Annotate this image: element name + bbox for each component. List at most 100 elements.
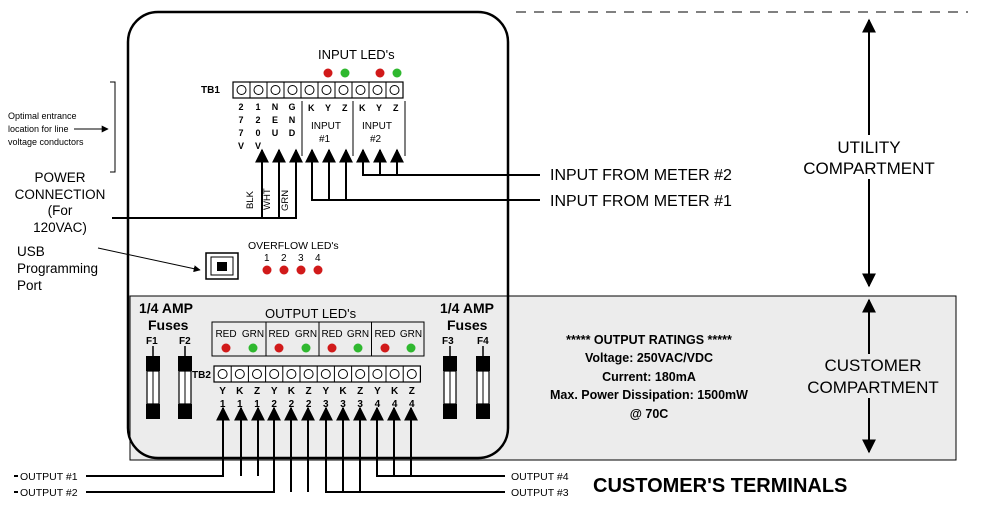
output-led-label-5: RED xyxy=(321,329,342,340)
output-led-4 xyxy=(301,343,311,353)
input2-label: INPUT xyxy=(362,121,392,132)
output-4-label: OUTPUT #4 xyxy=(511,471,569,483)
power-connection-note: POWER CONNECTION (For 120VAC) xyxy=(15,170,106,235)
power-line1: POWER xyxy=(34,170,85,185)
input-led-red-1 xyxy=(323,68,333,78)
tb1-terminal-strip xyxy=(232,81,404,99)
customer-terminals-title: CUSTOMER'S TERMINALS xyxy=(593,475,847,497)
overflow-num-3: 3 xyxy=(298,253,304,264)
tb2-letter-6: Z xyxy=(306,386,312,397)
tb2-number-11: 4 xyxy=(392,399,398,410)
tb2-letter-10: Y xyxy=(374,386,381,397)
tb1-input-letters: K Y Z K Y Z INPUT #1 INPUT #2 xyxy=(308,103,399,145)
ratings-dissipation: Max. Power Dissipation: 1500mW xyxy=(550,388,748,402)
output-led-label-2: GRN xyxy=(242,329,264,340)
tb2-screw-10 xyxy=(372,369,383,379)
tb1-screw-6 xyxy=(321,85,332,95)
output-led-5 xyxy=(327,343,337,353)
output-2-label-bg xyxy=(18,484,86,498)
tb2-number-10: 4 xyxy=(375,399,381,410)
entrance-bracket xyxy=(110,81,116,173)
usb-line3: Port xyxy=(17,278,42,293)
fuse-f4-label: F4 xyxy=(477,336,489,347)
usb-port-icon xyxy=(205,252,239,280)
power-line4: 120VAC) xyxy=(33,220,87,235)
overflow-num-1: 1 xyxy=(264,253,270,264)
input1-label: INPUT xyxy=(311,121,341,132)
tb2-number-7: 3 xyxy=(323,399,329,410)
fuses-left-rating: 1/4 AMP xyxy=(139,300,193,316)
enclosure-outline xyxy=(126,10,510,460)
meter-input-arrowheads xyxy=(305,148,404,170)
usb-line2: Programming xyxy=(17,261,98,276)
tb1-term-y1: Y xyxy=(325,103,331,113)
tb2-letter-11: K xyxy=(391,386,399,397)
fuse-3 xyxy=(443,346,457,419)
input-led-red-2 xyxy=(375,68,385,78)
tb1-screw-4 xyxy=(287,85,298,95)
usb-note: USB Programming Port xyxy=(17,244,98,293)
output-arrowheads xyxy=(216,406,418,428)
fuse-2 xyxy=(178,346,192,419)
utility-label-line2: COMPARTMENT xyxy=(803,159,935,178)
usb-arrow xyxy=(97,247,201,273)
utility-label-line1: UTILITY xyxy=(837,138,900,157)
tb2-screw-5 xyxy=(286,369,297,379)
fuse-1 xyxy=(146,346,160,419)
tb2-number-3: 1 xyxy=(254,399,260,410)
overflow-num-2: 2 xyxy=(281,253,287,264)
overflow-led-3 xyxy=(296,265,306,275)
output-3-label: OUTPUT #3 xyxy=(511,487,569,499)
output-led-2 xyxy=(248,343,258,353)
tb2-number-5: 2 xyxy=(289,399,295,410)
ratings-temperature: @ 70C xyxy=(630,407,669,421)
overflow-led-2 xyxy=(279,265,289,275)
tb1-term-z1: Z xyxy=(342,103,348,113)
tb2-letter-4: Y xyxy=(271,386,278,397)
output-led-label-8: GRN xyxy=(400,329,422,340)
overflow-led-4 xyxy=(313,265,323,275)
tb1-screw-9 xyxy=(372,85,383,95)
output-led-1 xyxy=(221,343,231,353)
fuse-f2-label: F2 xyxy=(179,336,191,347)
output-led-6 xyxy=(353,343,363,353)
tb2-screw-1 xyxy=(217,369,228,379)
fuses-right-label: Fuses xyxy=(447,317,488,333)
tb2-letter-8: K xyxy=(339,386,347,397)
fuse-bodies xyxy=(146,346,490,419)
customer-label-line2: COMPARTMENT xyxy=(807,378,939,397)
tb2-screw-3 xyxy=(252,369,262,379)
tb2-letter-3: Z xyxy=(254,386,260,397)
tb2-letter-12: Z xyxy=(409,386,415,397)
tb2-screw-7 xyxy=(320,369,331,379)
tb2-screw-12 xyxy=(406,369,417,379)
wire-label-blk: BLK xyxy=(245,190,256,209)
fuses-left-label: Fuses xyxy=(148,317,189,333)
output-led-label-1: RED xyxy=(215,329,236,340)
tb2-number-4: 2 xyxy=(271,399,277,410)
output-led-label-box xyxy=(211,321,425,357)
wire-label-grn: GRN xyxy=(280,190,291,211)
entrance-note: Optimal entrance location for line volta… xyxy=(8,111,84,147)
tb1-screw-2 xyxy=(253,85,264,95)
tb1-term-z2: Z xyxy=(393,103,399,113)
input-leds-title: INPUT LED's xyxy=(318,47,395,62)
output-wires xyxy=(94,420,505,493)
output-ratings: ***** OUTPUT RATINGS ***** Voltage: 250V… xyxy=(550,333,748,421)
output-led-3 xyxy=(274,343,284,353)
input2-number: #2 xyxy=(370,134,382,145)
overflow-leds xyxy=(262,265,323,275)
tb2-number-1: 1 xyxy=(220,399,226,410)
tb1-screw-8 xyxy=(355,85,366,95)
fuses-right-rating: 1/4 AMP xyxy=(440,300,494,316)
input-led-green-1 xyxy=(340,68,350,78)
tb1-term-k2: K xyxy=(359,103,366,113)
input-leds xyxy=(323,68,402,78)
tb1-screw-7 xyxy=(338,85,349,95)
fuse-f3-label: F3 xyxy=(442,336,454,347)
